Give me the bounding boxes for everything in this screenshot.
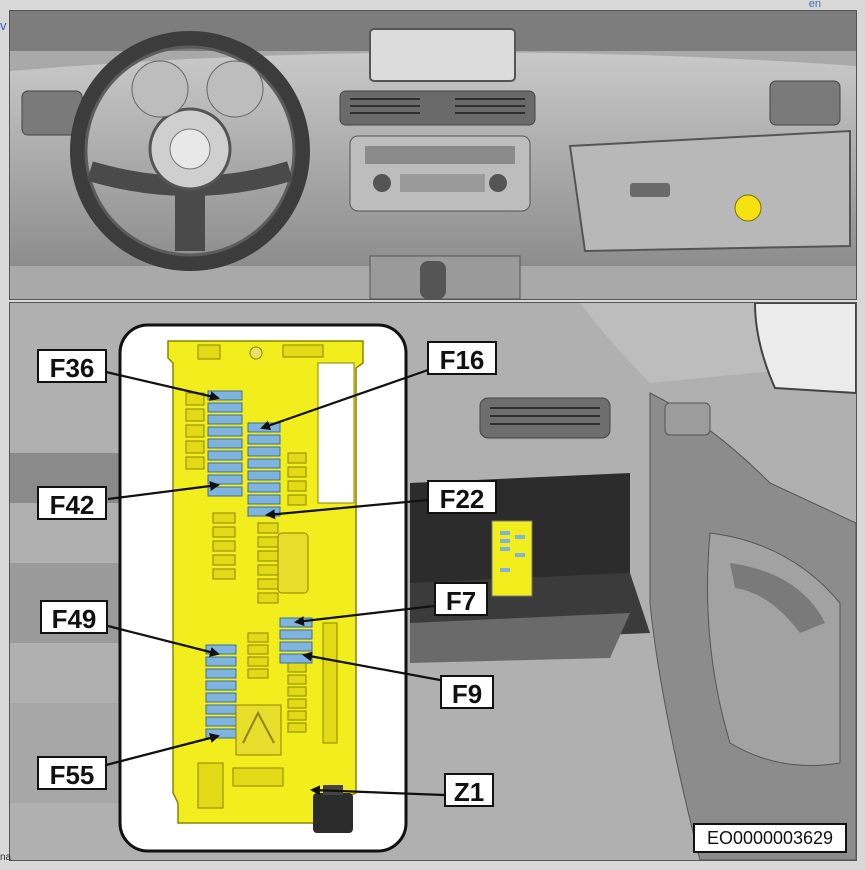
fuse-box-inset (118, 323, 408, 853)
fuse-group-f36-f42 (207, 390, 243, 497)
arrow-f22 (265, 498, 429, 520)
callout-f36: F36 (37, 349, 107, 383)
callout-f16: F16 (427, 341, 497, 375)
fuse-group-f49-f55 (205, 644, 237, 739)
left-edge-link[interactable]: v (0, 18, 7, 33)
callout-f7: F7 (434, 582, 488, 616)
callout-f9: F9 (440, 675, 494, 709)
callout-f22: F22 (427, 480, 497, 514)
callout-f49: F49 (40, 600, 108, 634)
arrow-f9 (302, 651, 441, 682)
dashboard-illustration (10, 11, 856, 299)
arrow-f42 (107, 481, 220, 501)
reference-code: EO0000003629 (693, 823, 847, 853)
left-edge-footer-text: na (0, 852, 12, 863)
arrow-z1 (310, 785, 445, 797)
arrow-f36 (105, 370, 220, 402)
callout-z1: Z1 (444, 773, 494, 807)
arrow-f55 (105, 733, 220, 767)
callout-f42: F42 (37, 486, 107, 520)
fuse-box-location-marker (734, 194, 762, 222)
language-tag[interactable]: en (808, 0, 821, 10)
z1-connector (313, 793, 353, 833)
arrow-f16 (260, 368, 429, 431)
dashboard-overview-view (9, 10, 857, 300)
arrow-f7 (294, 604, 435, 627)
callout-f55: F55 (37, 756, 107, 790)
arrow-f49 (107, 624, 220, 657)
